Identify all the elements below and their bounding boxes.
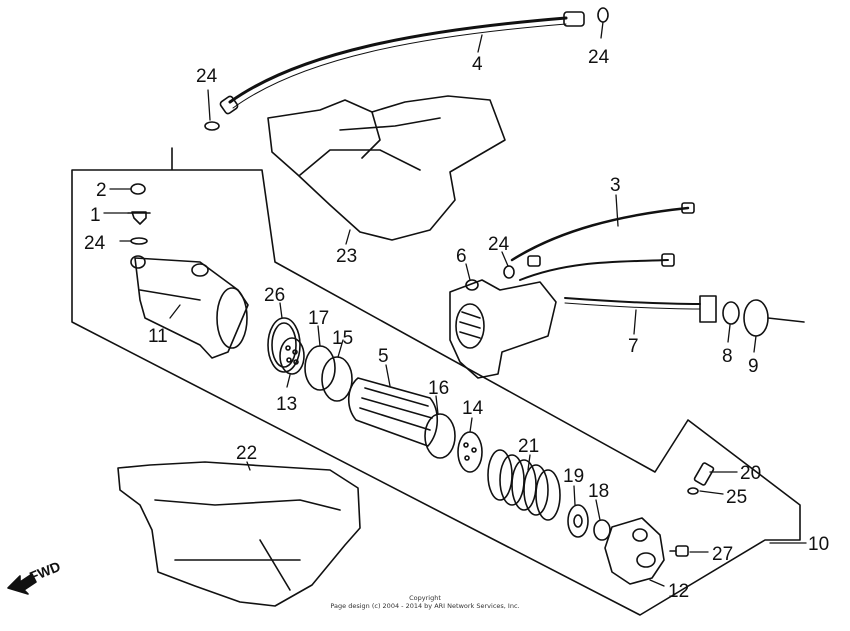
part-6-slave-cylinder[interactable] [449, 279, 557, 379]
callout-24-top-left[interactable]: 24 [196, 66, 218, 87]
fwd-arrow-icon [7, 573, 37, 595]
callout-20[interactable]: 20 [740, 463, 761, 484]
part-17-washer[interactable] [304, 345, 336, 391]
callout-21[interactable]: 21 [518, 436, 539, 457]
part-24-oring-top-right[interactable] [597, 7, 609, 23]
part-13-disc[interactable] [279, 337, 305, 375]
callout-1[interactable]: 1 [90, 205, 101, 226]
part-11-cylinder[interactable] [130, 255, 249, 359]
part-18-seal[interactable] [593, 519, 611, 541]
part-8-ring[interactable] [722, 301, 740, 325]
copyright-notice: Page design (c) 2004 - 2014 by ARI Netwo… [330, 602, 520, 610]
callout-9[interactable]: 9 [748, 356, 759, 377]
callout-8[interactable]: 8 [722, 346, 733, 367]
callout-3[interactable]: 3 [610, 175, 621, 196]
part-26-gasket[interactable] [267, 317, 301, 373]
callout-6[interactable]: 6 [456, 246, 467, 267]
part-24-oring-top-left[interactable] [204, 121, 220, 131]
fwd-label: FWD [27, 558, 63, 585]
callout-25[interactable]: 25 [726, 487, 747, 508]
part-20-bleeder[interactable] [693, 462, 715, 486]
callout-16[interactable]: 16 [428, 378, 449, 399]
part-14-disc[interactable] [457, 431, 483, 473]
part-1-bleeder[interactable] [127, 211, 151, 225]
part-23-upper-cover[interactable] [267, 95, 506, 241]
part-3-wire[interactable] [510, 202, 695, 281]
part-4-cable[interactable] [219, 11, 585, 115]
part-24-oring-left[interactable] [130, 237, 148, 245]
callout-13[interactable]: 13 [276, 394, 297, 415]
copyright-label: Copyright [409, 594, 441, 602]
part-24-oring-center[interactable] [503, 265, 515, 279]
part-19-washer[interactable] [567, 504, 589, 538]
callout-10[interactable]: 10 [808, 534, 829, 555]
callout-22[interactable]: 22 [236, 443, 257, 464]
part-27-screw[interactable] [669, 545, 689, 557]
part-5-filter[interactable] [347, 377, 439, 447]
part-25-cap[interactable] [687, 487, 699, 495]
part-21-spring[interactable] [487, 449, 561, 521]
callout-7[interactable]: 7 [628, 336, 639, 357]
leader-lines [103, 21, 807, 587]
part-16-washer[interactable] [424, 413, 456, 459]
callout-26[interactable]: 26 [264, 285, 285, 306]
callout-17[interactable]: 17 [308, 308, 329, 329]
part-15-washer[interactable] [321, 356, 353, 402]
callout-12[interactable]: 12 [668, 581, 689, 602]
callout-18[interactable]: 18 [588, 481, 609, 502]
assembly-outline [71, 147, 801, 616]
callout-24-top-right[interactable]: 24 [588, 47, 610, 68]
callout-19[interactable]: 19 [563, 466, 584, 487]
part-9-boot[interactable] [743, 299, 805, 337]
callout-24-left[interactable]: 24 [84, 233, 106, 254]
part-2-cap[interactable] [130, 183, 146, 195]
callout-4[interactable]: 4 [472, 54, 483, 75]
callout-27[interactable]: 27 [712, 544, 733, 565]
callout-11[interactable]: 11 [148, 326, 168, 347]
callout-23[interactable]: 23 [336, 246, 357, 267]
callout-24-center[interactable]: 24 [488, 234, 510, 255]
part-22-lower-cover[interactable] [117, 461, 361, 607]
callout-5[interactable]: 5 [378, 346, 389, 367]
callout-15[interactable]: 15 [332, 328, 353, 349]
part-12-cap-housing[interactable] [604, 517, 665, 585]
callout-2[interactable]: 2 [96, 180, 107, 201]
part-7-hose[interactable] [564, 295, 717, 323]
callout-14[interactable]: 14 [462, 398, 484, 419]
